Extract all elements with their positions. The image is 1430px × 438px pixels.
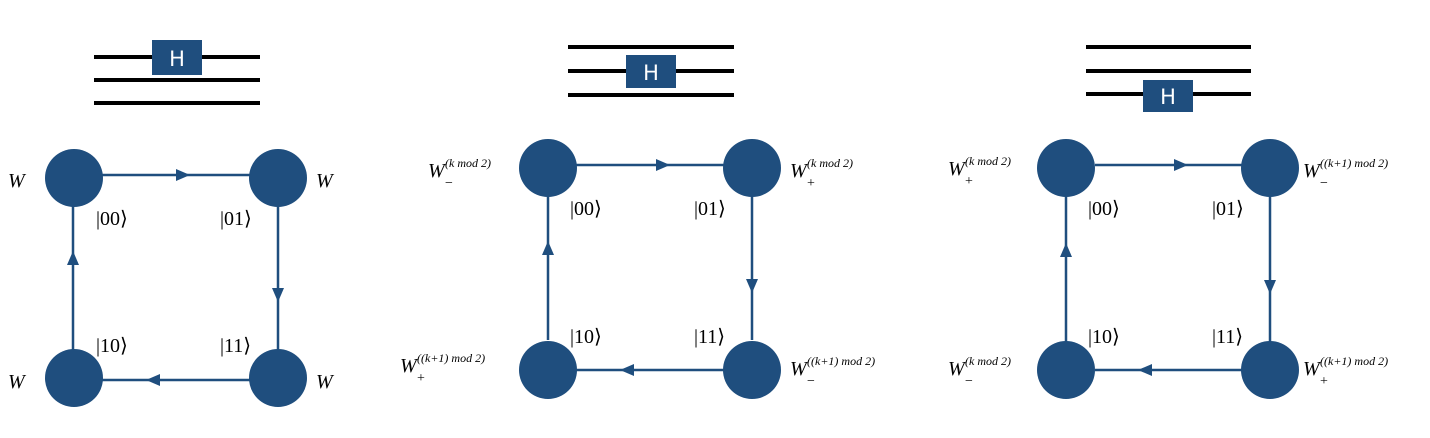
svg-text:+: + (965, 174, 973, 189)
arrow-right (176, 169, 190, 181)
ket-01: |01⟩ (694, 198, 726, 220)
circuit-3: H (1086, 45, 1251, 112)
panel-2: H |00⟩ |01⟩ |10⟩ |11⟩ W (k mod 2) − W ( (400, 45, 875, 399)
arrow-up (1060, 243, 1072, 257)
h-gate (152, 40, 202, 75)
ket-00: |00⟩ (1088, 198, 1120, 220)
svg-text:((k+1) mod 2): ((k+1) mod 2) (417, 351, 485, 365)
graph-2 (519, 139, 781, 399)
svg-text:W: W (948, 158, 967, 180)
svg-text:W: W (400, 355, 419, 377)
node-01 (249, 149, 307, 207)
ket-01: |01⟩ (220, 208, 252, 230)
node-10 (519, 341, 577, 399)
ket-11: |11⟩ (1212, 326, 1243, 348)
h-gate-label: H (169, 47, 185, 71)
weight-bl: W ((k+1) mod 2) + (400, 351, 485, 386)
arrow-left (620, 364, 634, 376)
ket-10: |10⟩ (570, 326, 602, 348)
node-01 (723, 139, 781, 197)
graph-1 (45, 149, 307, 407)
svg-text:−: − (1320, 176, 1328, 191)
weight-tr: W (316, 170, 335, 192)
svg-text:W: W (790, 160, 809, 182)
ket-11: |11⟩ (694, 326, 725, 348)
weight-br: W ((k+1) mod 2) − (790, 354, 875, 389)
svg-text:+: + (1320, 374, 1328, 389)
circuit-2: H (568, 45, 734, 97)
h-gate (626, 55, 676, 88)
arrow-left (1138, 364, 1152, 376)
node-01 (1241, 139, 1299, 197)
panel-3: H |00⟩ |01⟩ |10⟩ |11⟩ W (k mod 2) + W ( (948, 45, 1388, 399)
svg-text:((k+1) mod 2): ((k+1) mod 2) (807, 354, 875, 368)
node-11 (723, 341, 781, 399)
node-10 (45, 349, 103, 407)
weight-tl: W (8, 170, 27, 192)
circuit-1: H (94, 40, 260, 105)
graph-3 (1037, 139, 1299, 399)
arrow-up (542, 241, 554, 255)
h-gate (1143, 80, 1193, 112)
weight-br: W ((k+1) mod 2) + (1303, 354, 1388, 389)
arrow-right (656, 159, 670, 171)
ket-01: |01⟩ (1212, 198, 1244, 220)
weight-br: W (316, 371, 335, 393)
arrow-down (746, 279, 758, 293)
svg-text:((k+1) mod 2): ((k+1) mod 2) (1320, 354, 1388, 368)
svg-text:W: W (1303, 160, 1322, 182)
node-00 (45, 149, 103, 207)
weight-bl: W (k mod 2) − (948, 354, 1011, 389)
arrow-down (272, 288, 284, 302)
weight-bl: W (8, 371, 27, 393)
svg-text:W: W (948, 358, 967, 380)
svg-text:W: W (790, 358, 809, 380)
h-gate-label: H (643, 61, 659, 85)
svg-text:(k mod 2): (k mod 2) (445, 156, 491, 170)
ket-10: |10⟩ (96, 335, 128, 357)
h-gate-label: H (1160, 85, 1176, 109)
svg-text:+: + (807, 176, 815, 191)
weight-tl: W (k mod 2) − (428, 156, 491, 191)
svg-text:(k mod 2): (k mod 2) (965, 154, 1011, 168)
arrow-left (146, 374, 160, 386)
svg-text:+: + (417, 371, 425, 386)
svg-text:−: − (445, 176, 453, 191)
arrow-down (1264, 280, 1276, 294)
svg-text:−: − (807, 374, 815, 389)
svg-text:W: W (428, 160, 447, 182)
arrow-right (1174, 159, 1188, 171)
node-11 (1241, 341, 1299, 399)
svg-text:((k+1) mod 2): ((k+1) mod 2) (1320, 156, 1388, 170)
weight-tr: W ((k+1) mod 2) − (1303, 156, 1388, 191)
panel-1: H |00⟩ |01⟩ |10⟩ |11⟩ W W W W (8, 40, 335, 407)
node-00 (1037, 139, 1095, 197)
weight-tr: W (k mod 2) + (790, 156, 853, 191)
svg-text:W: W (1303, 358, 1322, 380)
node-10 (1037, 341, 1095, 399)
svg-text:(k mod 2): (k mod 2) (807, 156, 853, 170)
ket-10: |10⟩ (1088, 326, 1120, 348)
weight-tl: W (k mod 2) + (948, 154, 1011, 189)
node-00 (519, 139, 577, 197)
svg-text:(k mod 2): (k mod 2) (965, 354, 1011, 368)
ket-11: |11⟩ (220, 335, 251, 357)
ket-00: |00⟩ (570, 198, 602, 220)
ket-00: |00⟩ (96, 208, 128, 230)
node-11 (249, 349, 307, 407)
svg-text:−: − (965, 374, 973, 389)
arrow-up (67, 251, 79, 265)
